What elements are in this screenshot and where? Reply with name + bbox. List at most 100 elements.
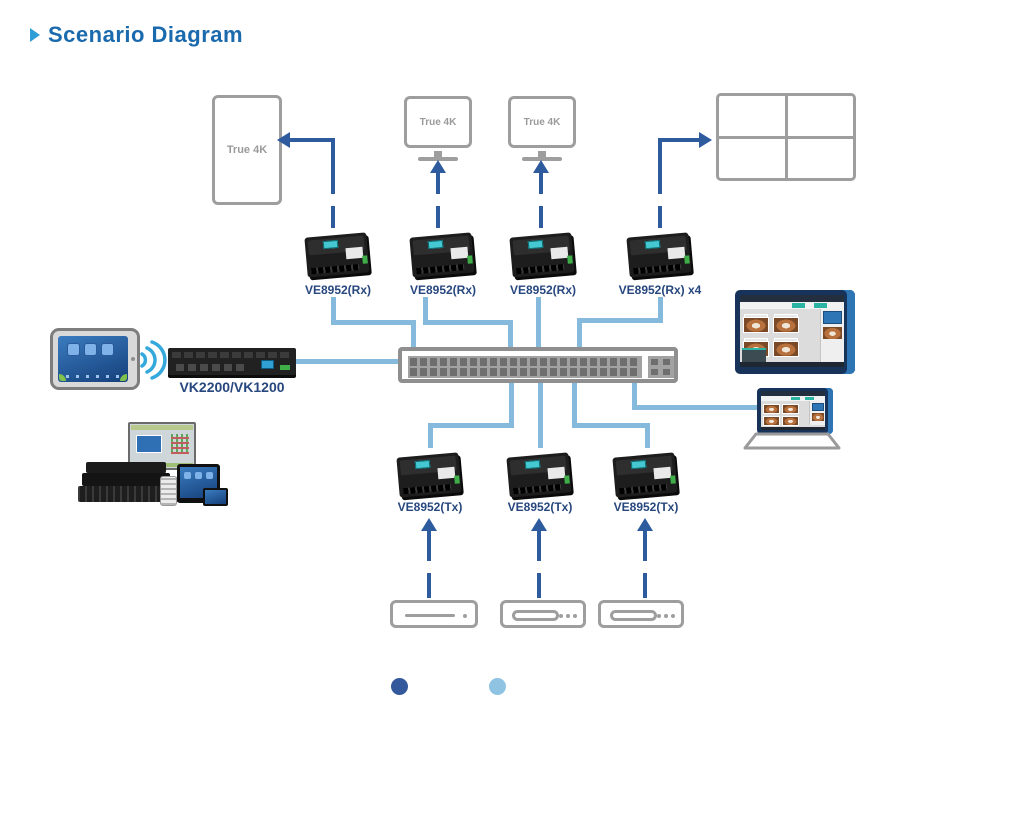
monitor-left-label: True 4K	[419, 116, 457, 128]
arrow-source-to-tx3	[637, 518, 653, 531]
control-tablet-small	[177, 464, 220, 503]
portrait-display: True 4K	[212, 95, 282, 205]
network-switch	[398, 347, 678, 383]
receiver-illustration	[304, 232, 370, 278]
arrow-line	[537, 531, 541, 561]
arrow-source-to-tx1	[421, 518, 437, 531]
rx2-link	[423, 320, 513, 325]
management-software-ui	[740, 295, 844, 367]
arrow-line	[539, 173, 543, 194]
transmitter-label-3: VE8952(Tx)	[613, 500, 679, 514]
tablet-camera	[131, 357, 135, 361]
management-software-ui-laptop	[761, 391, 825, 430]
receiver-label-3: VE8952(Rx)	[509, 283, 577, 297]
media-player-1	[390, 600, 478, 628]
arrow-to-portrait-display	[277, 132, 290, 148]
rx3-link	[536, 297, 541, 350]
arrow-to-video-wall	[699, 132, 712, 148]
rx2-link	[508, 320, 513, 350]
tx1-link	[428, 423, 514, 428]
video-wall-divider-h	[719, 136, 853, 139]
transmitter-device-1	[392, 448, 468, 503]
controller-screen	[261, 360, 274, 369]
rx1-link	[331, 320, 416, 325]
monitor-left-stand	[434, 151, 442, 157]
rx4-link	[658, 297, 663, 323]
legend-light-blue-dot	[489, 678, 506, 695]
control-tablet	[50, 328, 140, 390]
arrow-line	[658, 138, 702, 142]
monitor-right-label: True 4K	[523, 116, 561, 128]
receiver-label-4: VE8952(Rx) x4	[618, 283, 702, 297]
media-player-2	[500, 600, 586, 628]
management-laptop	[757, 388, 833, 434]
arrow-line	[643, 531, 647, 561]
laptop-link	[632, 405, 760, 410]
arrow-line	[427, 573, 431, 598]
tx3-link	[572, 423, 650, 428]
tablet-screen	[58, 336, 128, 382]
rx4-link	[577, 318, 582, 350]
arrow-to-monitor-left	[430, 160, 446, 173]
transmitter-device-2	[502, 448, 578, 503]
switch-uplink-ports	[648, 356, 674, 378]
arrow-line	[658, 206, 662, 228]
legend-dark-blue-dot	[391, 678, 408, 695]
rx1-link	[331, 297, 336, 325]
tx1-link	[428, 423, 433, 448]
receiver-device-4	[622, 228, 698, 283]
arrow-line	[289, 138, 335, 142]
monitor-right-base	[522, 157, 562, 161]
arrow-line	[427, 531, 431, 561]
receiver-label-2: VE8952(Rx)	[409, 283, 477, 297]
arrow-line	[539, 206, 543, 228]
control-box-1	[86, 462, 166, 473]
transmitter-illustration	[396, 452, 462, 498]
receiver-device-2	[405, 228, 481, 283]
management-monitor	[735, 290, 855, 374]
control-box-2	[82, 473, 170, 486]
monitor-left-base	[418, 157, 458, 161]
monitor-display-right: True 4K	[508, 96, 576, 148]
page-title: Scenario Diagram	[48, 22, 244, 47]
portrait-display-label: True 4K	[226, 144, 268, 156]
arrow-line	[331, 138, 335, 194]
transmitter-device-3	[608, 448, 684, 503]
tx3-link	[645, 423, 650, 448]
controller-device	[168, 348, 296, 375]
tx1-link	[509, 383, 514, 428]
arrow-line	[537, 573, 541, 598]
monitor-right-stand	[538, 151, 546, 157]
receiver-illustration	[626, 232, 692, 278]
media-player-3	[598, 600, 684, 628]
receiver-device-1	[300, 228, 376, 283]
arrow-line	[643, 573, 647, 598]
controller-label: VK2200/VK1200	[179, 379, 285, 395]
rx2-link	[423, 297, 428, 325]
transmitter-label-1: VE8952(Tx)	[397, 500, 463, 514]
wifi-icon	[140, 340, 167, 380]
arrow-line	[331, 206, 335, 228]
receiver-label-1: VE8952(Rx)	[304, 283, 372, 297]
arrow-line	[658, 138, 662, 194]
title-arrow-icon	[30, 28, 40, 42]
tx3-link	[572, 383, 577, 428]
receiver-illustration	[409, 232, 475, 278]
receiver-device-3	[505, 228, 581, 283]
tx2-link	[538, 383, 543, 448]
laptop-link	[632, 383, 637, 410]
arrow-to-monitor-right	[533, 160, 549, 173]
remote-keypad	[160, 476, 177, 506]
arrow-line	[436, 206, 440, 228]
control-system-cluster	[78, 420, 263, 520]
receiver-illustration	[509, 232, 575, 278]
rx4-link	[577, 318, 663, 323]
rx1-link	[411, 320, 416, 350]
transmitter-illustration	[506, 452, 572, 498]
arrow-line	[436, 173, 440, 194]
switch-port-panel	[408, 356, 642, 378]
transmitter-illustration	[612, 452, 678, 498]
laptop-base	[743, 432, 841, 450]
video-wall	[716, 93, 856, 181]
